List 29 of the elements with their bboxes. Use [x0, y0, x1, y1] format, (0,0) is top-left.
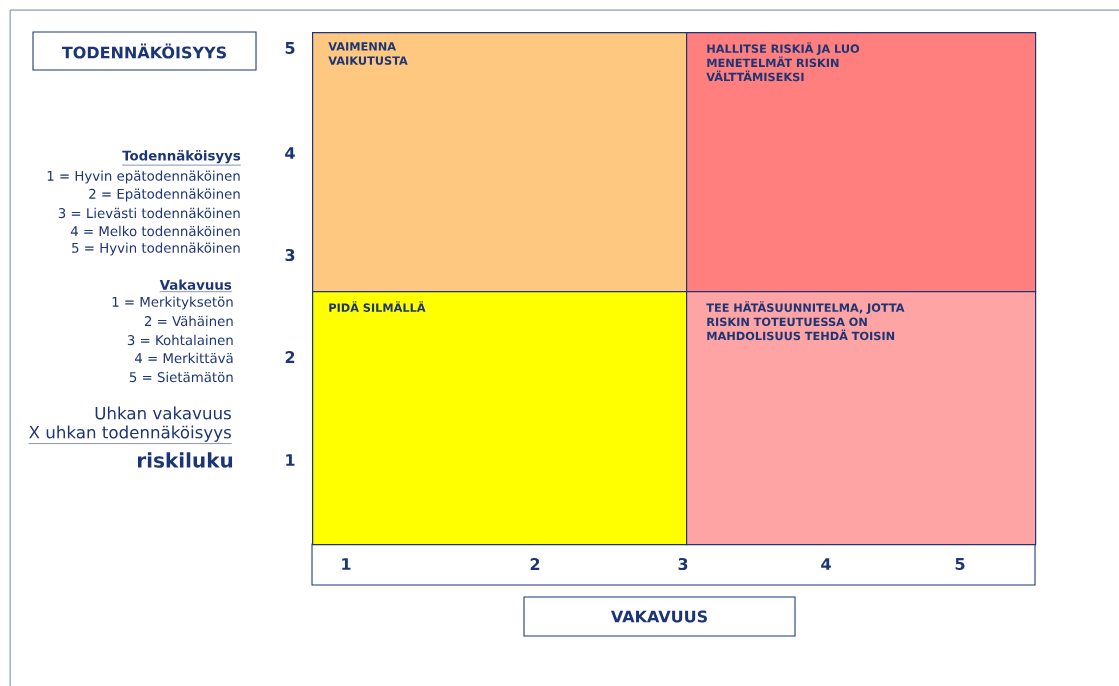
axis-number: 3 [285, 248, 295, 262]
axis-number: 4 [285, 147, 295, 159]
axis-number: 4 [821, 558, 831, 570]
axis-number: 3 [678, 557, 688, 571]
axis-title-box: TODENNÄKÖISYYS [32, 31, 257, 71]
axis-number: 5 [285, 42, 295, 54]
key-item: 5 = Hyvin todennäköinen [72, 242, 240, 256]
formula-text: X uhkan todennäköisyys [28, 425, 232, 444]
formula-result: riskiluku [138, 452, 233, 468]
key-item: 3 = Kohtalainen [127, 334, 233, 346]
quadrant-box: VAIMENNA VAIKUTUSTA [312, 32, 688, 293]
formula-text: Uhkan vakavuus [95, 406, 231, 420]
quadrant-box: PIDÄ SILMÄLLÄ [312, 291, 688, 546]
key-heading: Todennäköisyys [121, 150, 241, 166]
key-item: 1 = Hyvin epätodennäköinen [47, 170, 240, 184]
key-item: 4 = Merkittävä [134, 352, 233, 364]
axis-title-box: VAKAVUUS [523, 596, 796, 637]
axis-number: 2 [530, 558, 540, 570]
key-heading: Vakavuus [159, 279, 232, 292]
quadrant-box: HALLITSE RISKIÄ JA LUO MENETELMÄT RISKIN VÄLTTÄMISEKSI [686, 32, 1037, 293]
key-item: 5 = Sietämätön [129, 371, 233, 383]
key-item: 4 = Melko todennäköinen [70, 225, 240, 237]
key-item: 1 = Merkityksetön [112, 296, 233, 310]
key-item: 3 = Lievästi todennäköinen [58, 207, 240, 219]
key-item: 2 = Vähäinen [144, 315, 233, 327]
axis-number: 2 [285, 351, 295, 363]
quadrant-box: TEE HÄTÄSUUNNITELMA, JOTTA RISKIN TOTEUTUESSA ON MAHDOLISUUS TEHDÄ TOISIN [686, 291, 1037, 546]
key-item: 2 = Epätodennäköinen [89, 188, 240, 202]
axis-number: 1 [286, 454, 295, 466]
